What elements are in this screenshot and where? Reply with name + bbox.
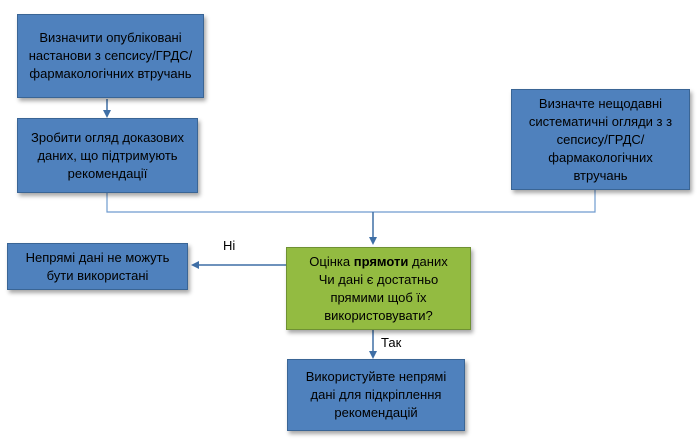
connector-review-to-merge	[106, 193, 373, 213]
node-assess-directness: Оцінка прямоти даних Чи дані є достатньо…	[286, 247, 471, 330]
assess-directness-bold-word: прямоти	[353, 253, 409, 269]
node-use-indirect-data-text: Використуйвте непрямі дані для підкріпле…	[305, 369, 447, 420]
node-systematic-reviews-text: Визначте нещодавні систематичні огляди з…	[528, 95, 673, 183]
node-review-evidence-text: Зробити огляд доказових даних, що підтри…	[31, 129, 184, 181]
assess-directness-prefix: Оцінка	[309, 253, 354, 269]
assess-directness-question: Чи дані є достатньо прямими щоб їх викор…	[318, 271, 439, 323]
edge-label-no: Ні	[223, 238, 236, 253]
node-indirect-not-usable: Непрямі дані не можуть бути використані	[7, 243, 188, 290]
node-indirect-not-usable-text: Непрямі дані не можуть бути використані	[25, 249, 170, 283]
connector-systematic-to-merge	[373, 190, 596, 213]
node-identify-guidelines: Визначити опубліковані настанови з сепси…	[17, 14, 204, 98]
node-systematic-reviews: Визначте нещодавні систематичні огляди з…	[511, 89, 690, 190]
node-assess-directness-text: Оцінка прямоти даних Чи дані є достатньо…	[309, 253, 447, 325]
node-review-evidence: Зробити огляд доказових даних, що підтри…	[17, 118, 198, 193]
node-use-indirect-data: Використуйвте непрямі дані для підкріпле…	[287, 359, 465, 431]
assess-directness-suffix: даних	[408, 253, 448, 269]
edge-label-yes: Так	[381, 335, 402, 350]
node-identify-guidelines-text: Визначити опубліковані настанови з сепси…	[28, 30, 193, 81]
